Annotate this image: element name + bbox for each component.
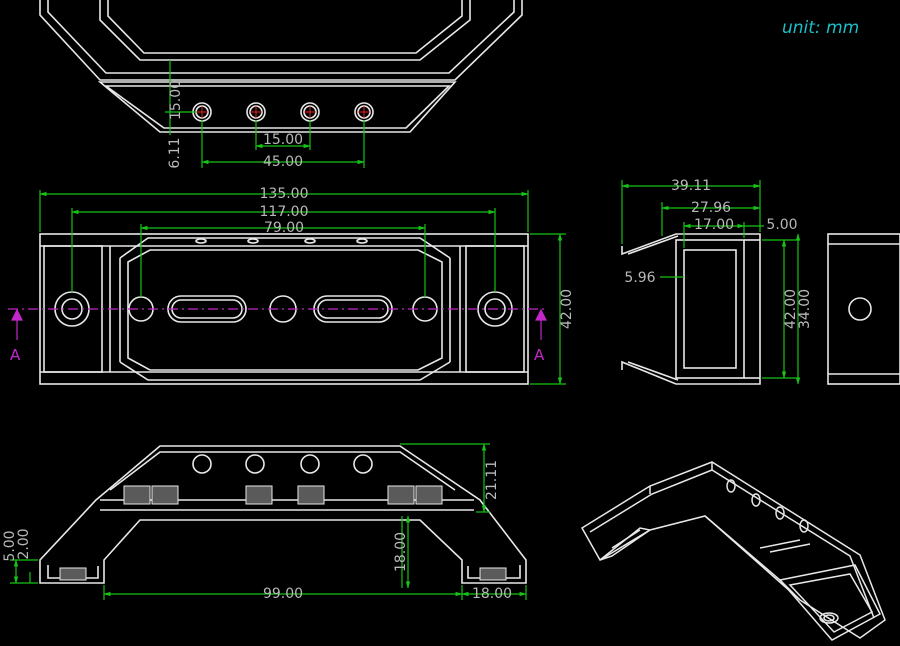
top-view — [39, 0, 523, 133]
dim-top-height: 15.00 — [168, 80, 184, 120]
dim-side-total-width: 39.11 — [671, 178, 711, 194]
dim-side-slot-width: 17.00 — [694, 217, 734, 233]
dim-front-total-length: 135.00 — [260, 186, 309, 202]
front-view-holes — [54, 238, 513, 327]
dim-top-hole-pitch: 15.00 — [263, 132, 303, 148]
unit-label: unit: mm — [782, 18, 860, 38]
section-label-right: A — [534, 346, 545, 364]
dim-side-height-outer: 42.00 — [783, 289, 799, 329]
dim-front-height: 42.00 — [559, 289, 575, 329]
dim-top-hole-offset: 6.11 — [167, 137, 183, 168]
dim-bottom-step: 2.00 — [16, 528, 32, 559]
isometric-holes — [726, 479, 809, 533]
top-view-dimension-lines — [165, 60, 365, 168]
dim-bottom-foot-length: 18.00 — [472, 586, 512, 602]
dim-front-outer-hole-span: 117.00 — [260, 204, 309, 220]
side-view — [621, 233, 761, 385]
bottom-view-hatched-sections — [59, 485, 507, 581]
dim-top-hole-span: 45.00 — [263, 154, 303, 170]
bottom-view-dimension-lines — [10, 443, 527, 600]
end-view — [827, 233, 900, 385]
dim-side-offset: 5.96 — [624, 270, 655, 286]
bottom-view — [39, 445, 527, 584]
isometric-view — [580, 461, 886, 641]
dim-side-inner-width: 27.96 — [691, 200, 731, 216]
side-view-dimension-lines — [621, 180, 801, 385]
dim-bottom-base-length: 99.00 — [263, 586, 303, 602]
dim-bottom-total-height: 21.11 — [484, 460, 500, 500]
top-view-center-marks — [196, 106, 370, 118]
dim-side-wall: 5.00 — [766, 217, 797, 233]
dim-side-height-inner: 34.00 — [797, 289, 813, 329]
section-line-a-a — [8, 308, 548, 340]
section-label-left: A — [10, 346, 21, 364]
dim-bottom-rise: 18.00 — [393, 532, 409, 572]
dim-front-inner-hole-span: 79.00 — [264, 220, 304, 236]
front-view-dimension-lines — [39, 190, 566, 385]
bottom-view-holes — [192, 454, 373, 474]
top-view-holes — [192, 102, 374, 122]
dim-bottom-flange-thickness: 5.00 — [2, 530, 18, 561]
